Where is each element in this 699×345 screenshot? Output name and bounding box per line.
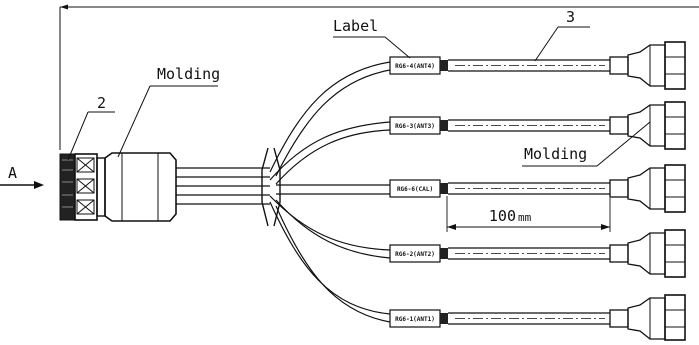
cable-breakout-splice: [261, 147, 281, 227]
view-arrow-a: A: [0, 164, 44, 189]
view-a-label: A: [8, 164, 17, 182]
molding-left-label: Molding: [157, 65, 220, 83]
branch-row: RG6-4(ANT4): [389, 41, 686, 90]
branch-row: RG6-3(ANT3): [389, 101, 686, 150]
length-dimension-100mm: 100 mm: [446, 196, 611, 232]
callout-item-3: 3: [534, 8, 590, 62]
branch-row: RG6-6(CAL): [389, 164, 686, 213]
branch-cables: [269, 61, 391, 323]
callout-molding-right: Molding: [522, 121, 651, 167]
callout-label: Label: [333, 17, 411, 59]
callout-item-2: 2: [67, 94, 115, 161]
dimension-unit: mm: [518, 211, 532, 224]
circular-connector: [59, 153, 106, 221]
branch-label: RG6-2(ANT2): [395, 251, 435, 258]
connector-molding: [104, 152, 270, 222]
callout-molding-left: Molding: [117, 65, 220, 158]
branch-row: RG6-1(ANT1): [389, 294, 686, 341]
branch-label: RG6-3(ANT3): [395, 123, 435, 130]
label-callout-text: Label: [333, 17, 378, 35]
overall-length-dimension: [59, 4, 699, 150]
branch-label: RG6-4(ANT4): [395, 63, 435, 70]
branch-label: RG6-1(ANT1): [395, 316, 435, 323]
item-2-label: 2: [97, 94, 106, 112]
branch-row: RG6-2(ANT2): [389, 229, 686, 278]
item-3-label: 3: [566, 8, 575, 26]
branch-label: RG6-6(CAL): [397, 186, 433, 193]
dimension-value: 100: [489, 207, 516, 225]
molding-right-label: Molding: [524, 145, 587, 163]
